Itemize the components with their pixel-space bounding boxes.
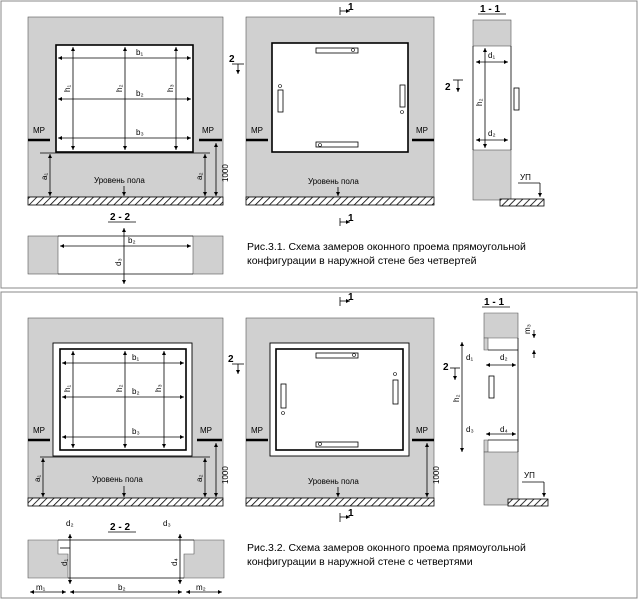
- fig2-mid-mp-right: МР: [416, 426, 428, 435]
- fig1-b2-label: b₂: [136, 89, 144, 98]
- fig1-sec11-title: 1 - 1: [480, 4, 500, 15]
- figure-1-frame: [0, 0, 638, 289]
- fig1-cut1-bottom: 1: [348, 213, 354, 224]
- fig1-caption-line2: конфигурации в наружной стене без четвер…: [247, 255, 477, 267]
- fig2-sec22-title: 2 - 2: [110, 522, 130, 533]
- fig2-b2-label: b₂: [132, 387, 140, 396]
- fig2-1000-label: 1000: [221, 466, 230, 484]
- fig1-cut1-top: 1: [348, 2, 354, 13]
- fig2-section-2-2: 2 - 2 d₂ d₃ d₁ d₄ m₁ b₂ m₂: [27, 519, 225, 594]
- fig1-b1-label: b₁: [136, 48, 143, 57]
- fig2-sec-cut2: 2: [443, 362, 449, 373]
- fig2-elevation-dimensioned: b₁ b₂ b₃ h₁ h₂ h₃ МР МР a₁ a₂ 1000 Урове…: [27, 317, 230, 507]
- figure-2: b₁ b₂ b₃ h₁ h₂ h₃ МР МР a₁ a₂ 1000 Урове…: [27, 292, 549, 594]
- fig2-d1-sec-label: d₁: [60, 559, 69, 566]
- fig2-mp-right: МР: [200, 426, 212, 435]
- fig2-cut2: 2: [228, 354, 234, 365]
- fig2-section-1-1: 1 - 1 d₁ d₂ d₃ d₄ h₂ m₃ 2 УП: [443, 297, 549, 507]
- fig1-mp-right: МР: [202, 126, 214, 135]
- fig1-h2-label: h₂: [115, 84, 124, 92]
- fig1-h1-label: h₁: [63, 85, 72, 92]
- fig2-b2-sec-label: b₂: [118, 583, 126, 592]
- fig1-h3-label: h₃: [166, 84, 175, 92]
- fig1-h2-sec-label: h₂: [475, 98, 484, 106]
- fig2-caption-line2: конфигурации в наружной стене с четвертя…: [247, 556, 473, 568]
- fig2-d4-sec-label: d₄: [170, 558, 179, 566]
- fig1-elevation-dimensioned: b₁ b₂ b₃ h₁ h₂ h₃ МР МР a₁ a₂ 1000 Урове…: [27, 16, 230, 206]
- fig2-d1-label: d₁: [466, 353, 473, 362]
- fig1-floor-label: Уровень пола: [94, 176, 145, 185]
- fig1-mid-mp-right: МР: [416, 126, 428, 135]
- fig2-m3-label: m₃: [523, 324, 532, 334]
- fig2-d3-sec-label: d₃: [163, 519, 171, 528]
- fig1-sec-cut2: 2: [445, 82, 451, 93]
- fig2-mp-left: МР: [33, 426, 45, 435]
- fig1-sec22-title: 2 - 2: [110, 212, 130, 223]
- fig2-h1-label: h₁: [63, 385, 72, 392]
- fig1-d3-label: d₃: [114, 258, 123, 266]
- fig2-h2-label: h₂: [115, 384, 124, 392]
- fig1-b2-sec-label: b₂: [128, 236, 136, 245]
- fig2-a2-label: a₂: [195, 474, 204, 482]
- fig1-d2-label: d₂: [488, 129, 496, 138]
- fig2-a1-label: a₁: [33, 475, 42, 482]
- fig2-h3-label: h₃: [154, 384, 163, 392]
- fig2-b1-label: b₁: [132, 353, 139, 362]
- fig1-section-1-1: 1 - 1 d₁ d₂ h₂ 2 УП: [445, 4, 545, 207]
- fig2-sec11-title: 1 - 1: [484, 297, 504, 308]
- fig2-elevation-fittings: МР МР 1000 Уровень пола 1 1 2: [228, 292, 441, 522]
- fig1-caption-line1: Рис.3.1. Схема замеров оконного проема п…: [247, 241, 526, 253]
- fig2-up-label: УП: [524, 471, 535, 480]
- fig2-d2-label: d₂: [500, 353, 508, 362]
- figure-2-frame: [0, 291, 638, 599]
- fig2-cut1-bottom: 1: [348, 508, 354, 519]
- figure-1: b₁ b₂ b₃ h₁ h₂ h₃ МР МР a₁ a₂ 1000 Урове…: [27, 2, 545, 284]
- fig2-mid-floor-label: Уровень пола: [308, 477, 359, 486]
- fig2-d2-sec-label: d₂: [66, 519, 74, 528]
- fig2-d4-label: d₄: [500, 425, 508, 434]
- fig1-section-2-2: 2 - 2 b₂ d₃: [27, 212, 224, 284]
- fig2-d3-label: d₃: [466, 425, 474, 434]
- fig2-b3-label: b₃: [132, 427, 140, 436]
- fig1-cut2: 2: [229, 54, 235, 65]
- fig1-b3-label: b₃: [136, 128, 144, 137]
- fig1-d1-label: d₁: [488, 51, 495, 60]
- fig1-1000-label: 1000: [221, 164, 230, 182]
- fig1-elevation-fittings: МР МР Уровень пола 1 1 2: [229, 2, 435, 226]
- fig2-cut1-top: 1: [348, 292, 354, 303]
- fig2-m2-label: m₂: [196, 583, 206, 592]
- fig2-caption-line1: Рис.3.2. Схема замеров оконного проема п…: [247, 542, 526, 554]
- fig1-mid-floor-label: Уровень пола: [308, 177, 359, 186]
- fig1-a2-label: a₂: [195, 172, 204, 180]
- fig1-mid-mp-left: МР: [251, 126, 263, 135]
- fig1-mp-left: МР: [33, 126, 45, 135]
- fig2-mid-mp-left: МР: [251, 426, 263, 435]
- fig2-mid-1000-label: 1000: [432, 466, 441, 484]
- fig2-h2-sec-label: h₂: [452, 394, 461, 402]
- fig1-up-label: УП: [520, 173, 531, 182]
- fig2-m1-label: m₁: [36, 583, 46, 592]
- fig1-a1-label: a₁: [40, 173, 49, 180]
- fig2-floor-label: Уровень пола: [92, 475, 143, 484]
